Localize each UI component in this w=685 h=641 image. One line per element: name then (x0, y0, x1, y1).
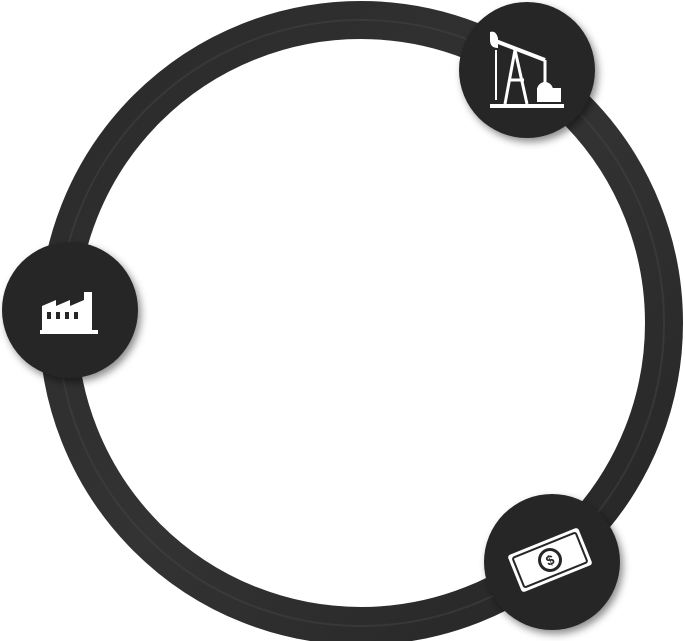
money-bill-icon: $ (508, 528, 592, 592)
oil-pumpjack-icon (490, 31, 564, 108)
node-money: $ (484, 494, 620, 630)
node-factory (2, 242, 138, 378)
node-oil (459, 2, 595, 138)
factory-icon (40, 292, 98, 334)
